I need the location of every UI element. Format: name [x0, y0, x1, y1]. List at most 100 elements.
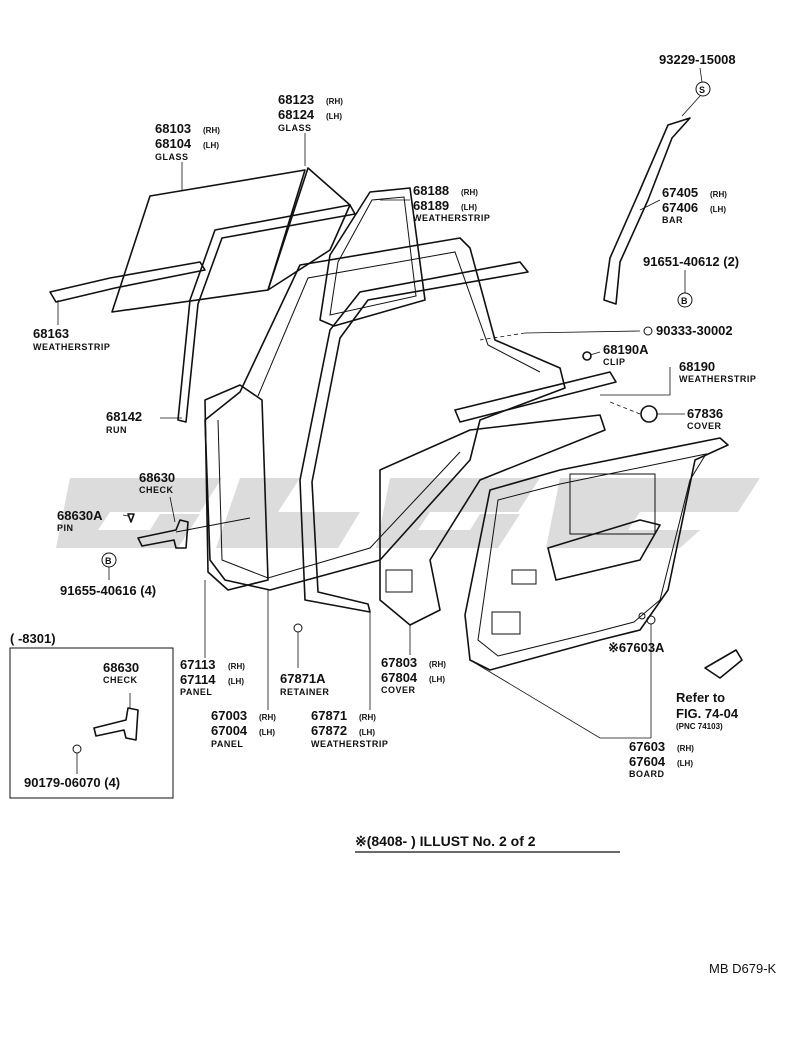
- label-90333: 90333-30002: [656, 323, 733, 338]
- label-weatherstrip-4: WEATHERSTRIP: [311, 739, 388, 749]
- label-retainer: RETAINER: [280, 687, 329, 697]
- fastener-90333-shape: [643, 326, 653, 336]
- suffix-67003: (RH): [259, 713, 276, 722]
- suffix-68124: (LH): [326, 112, 342, 121]
- label-bar: BAR: [662, 215, 683, 225]
- board-67603-shape: [464, 437, 729, 671]
- label-67004: 67004: [211, 723, 248, 738]
- label-run: RUN: [106, 425, 127, 435]
- label-67872: 67872: [311, 723, 347, 738]
- glass-68103-shape: [111, 169, 306, 313]
- suffix-67004: (LH): [259, 728, 275, 737]
- glass-68123-shape: [267, 167, 351, 291]
- label-68630A: 68630A: [57, 508, 103, 523]
- label-68189: 68189: [413, 198, 449, 213]
- watermark-logo: [56, 478, 760, 548]
- illust-note: ※(8408- ) ILLUST No. 2 of 2: [355, 833, 536, 849]
- label-board: BOARD: [629, 769, 665, 779]
- label-glass-1: GLASS: [155, 152, 189, 162]
- bar-67405-shape: [603, 117, 691, 305]
- label-90179: 90179-06070 (4): [24, 775, 120, 790]
- label-pin: PIN: [57, 523, 74, 533]
- retainer-67871A-shape: [293, 623, 303, 633]
- label-68142: 68142: [106, 409, 142, 424]
- run-68142-shape: [177, 204, 356, 423]
- marker-s-label: S: [699, 85, 706, 95]
- door-frame-67003-shape: [204, 237, 566, 591]
- label-67603: 67603: [629, 739, 665, 754]
- label-67114: 67114: [180, 672, 216, 687]
- cover-67803-shape: [379, 414, 606, 626]
- label-67405: 67405: [662, 185, 698, 200]
- suffix-67872: (LH): [359, 728, 375, 737]
- clip-68190A-shape: [582, 351, 592, 361]
- label-refer-to: Refer to: [676, 690, 725, 705]
- label-68630-inset: 68630: [103, 660, 139, 675]
- label-68163: 68163: [33, 326, 69, 341]
- weatherstrip-68190-shape: [454, 371, 617, 423]
- label-91655: 91655-40616 (4): [60, 583, 156, 598]
- label-weatherstrip-3: WEATHERSTRIP: [679, 374, 756, 384]
- suffix-68103: (RH): [203, 126, 220, 135]
- label-inset-range: ( -8301): [10, 631, 56, 646]
- label-67804: 67804: [381, 670, 418, 685]
- label-weatherstrip-2: WEATHERSTRIP: [33, 342, 110, 352]
- inset-check-shape: [93, 707, 139, 741]
- marker-s: [695, 81, 711, 97]
- suffix-68123: (RH): [326, 97, 343, 106]
- label-68190: 68190: [679, 359, 715, 374]
- fastener-67603A-shape: [646, 615, 656, 625]
- suffix-67405: (RH): [710, 190, 727, 199]
- suffix-67604: (LH): [677, 759, 693, 768]
- suffix-67603: (RH): [677, 744, 694, 753]
- label-67871: 67871: [311, 708, 347, 723]
- weatherstrip-67871-shape: [299, 261, 529, 613]
- label-68104: 68104: [155, 136, 192, 151]
- label-cover-2: COVER: [381, 685, 416, 695]
- label-67871A: 67871A: [280, 671, 326, 686]
- label-68123: 68123: [278, 92, 314, 107]
- label-panel-1: PANEL: [180, 687, 212, 697]
- label-clip: CLIP: [603, 357, 626, 367]
- pin-68630A-shape: [127, 513, 135, 523]
- label-67603A: ※67603A: [608, 640, 665, 655]
- label-68190A: 68190A: [603, 342, 649, 357]
- label-weatherstrip-1: WEATHERSTRIP: [413, 213, 490, 223]
- label-check-1: CHECK: [139, 485, 174, 495]
- leader-lines: [57, 67, 703, 774]
- cover-67836-shape: [640, 405, 658, 423]
- label-91651: 91651-40612 (2): [643, 254, 739, 269]
- label-68630: 68630: [139, 470, 175, 485]
- suffix-67871: (RH): [359, 713, 376, 722]
- suffix-67406: (LH): [710, 205, 726, 214]
- suffix-67114: (LH): [228, 677, 244, 686]
- inset-box: [9, 647, 174, 799]
- label-68188: 68188: [413, 183, 449, 198]
- label-cover-1: COVER: [687, 421, 722, 431]
- weatherstrip-68163-shape: [49, 261, 206, 303]
- label-panel-2: PANEL: [211, 739, 243, 749]
- inner-panel-67113-shape: [204, 384, 269, 591]
- label-refer-fig: FIG. 74-04: [676, 706, 739, 721]
- suffix-67113: (RH): [228, 662, 245, 671]
- label-glass-2: GLASS: [278, 123, 312, 133]
- suffix-68189: (LH): [461, 203, 477, 212]
- suffix-67804: (LH): [429, 675, 445, 684]
- drawing-code: MB D679-K: [709, 961, 777, 976]
- label-67113: 67113: [180, 657, 215, 672]
- label-93229: 93229-15008: [659, 52, 736, 67]
- label-67406: 67406: [662, 200, 698, 215]
- label-check-2: CHECK: [103, 675, 138, 685]
- handle-74103-shape: [704, 649, 743, 679]
- label-67003: 67003: [211, 708, 247, 723]
- label-68124: 68124: [278, 107, 315, 122]
- suffix-68188: (RH): [461, 188, 478, 197]
- check-68630-shape: [137, 519, 189, 549]
- suffix-67803: (RH): [429, 660, 446, 669]
- label-67604: 67604: [629, 754, 666, 769]
- label-refer-pnc: (PNC 74103): [676, 722, 723, 731]
- label-67836: 67836: [687, 406, 723, 421]
- marker-b-left-label: B: [105, 556, 112, 566]
- marker-b-top-label: B: [681, 296, 688, 306]
